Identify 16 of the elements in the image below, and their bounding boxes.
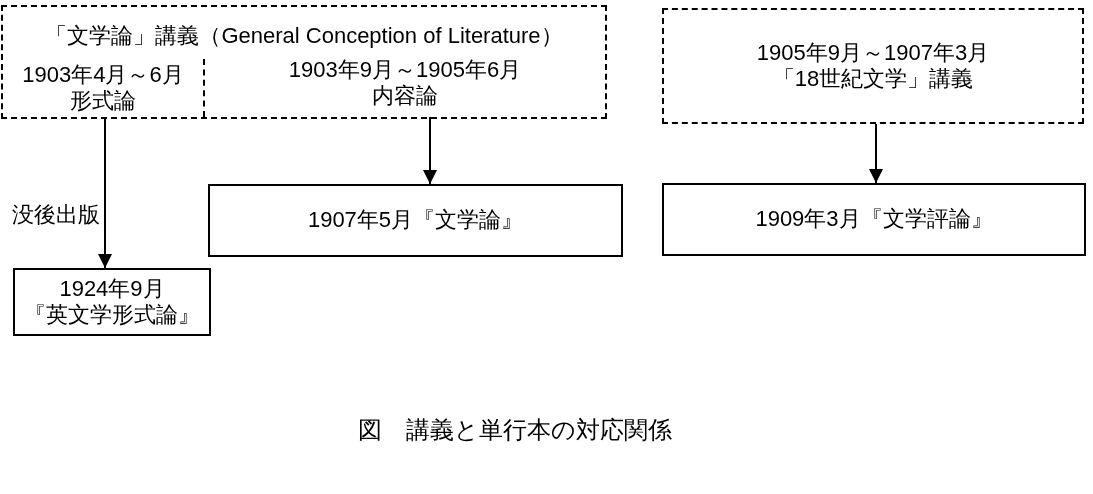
arrow bbox=[869, 123, 883, 184]
arrow bbox=[98, 116, 112, 269]
lecture-group-frame bbox=[1, 5, 607, 119]
book-title-label: 1907年5月『文学論』 bbox=[307, 207, 524, 234]
lecture-label: 1903年4月～6月形式論 bbox=[21, 61, 185, 115]
lecture-box bbox=[662, 8, 1084, 124]
lecture-heading: 「文学論」講義（General Conception of Literature） bbox=[45, 23, 563, 50]
book-box bbox=[208, 184, 623, 257]
lecture-label: 1905年9月～1907年3月「18世紀文学」講義 bbox=[755, 39, 991, 93]
book-box bbox=[13, 268, 211, 336]
book-title-label: 1924年9月『英文学形式論』 bbox=[23, 275, 201, 329]
book-title-label: 1909年3月『文学評論』 bbox=[755, 206, 993, 233]
arrow bbox=[423, 116, 437, 185]
lecture-label: 1903年9月～1905年6月内容論 bbox=[205, 53, 605, 117]
figure-caption: 図 講義と単行本の対応関係 bbox=[358, 416, 672, 445]
book-box bbox=[662, 183, 1086, 256]
